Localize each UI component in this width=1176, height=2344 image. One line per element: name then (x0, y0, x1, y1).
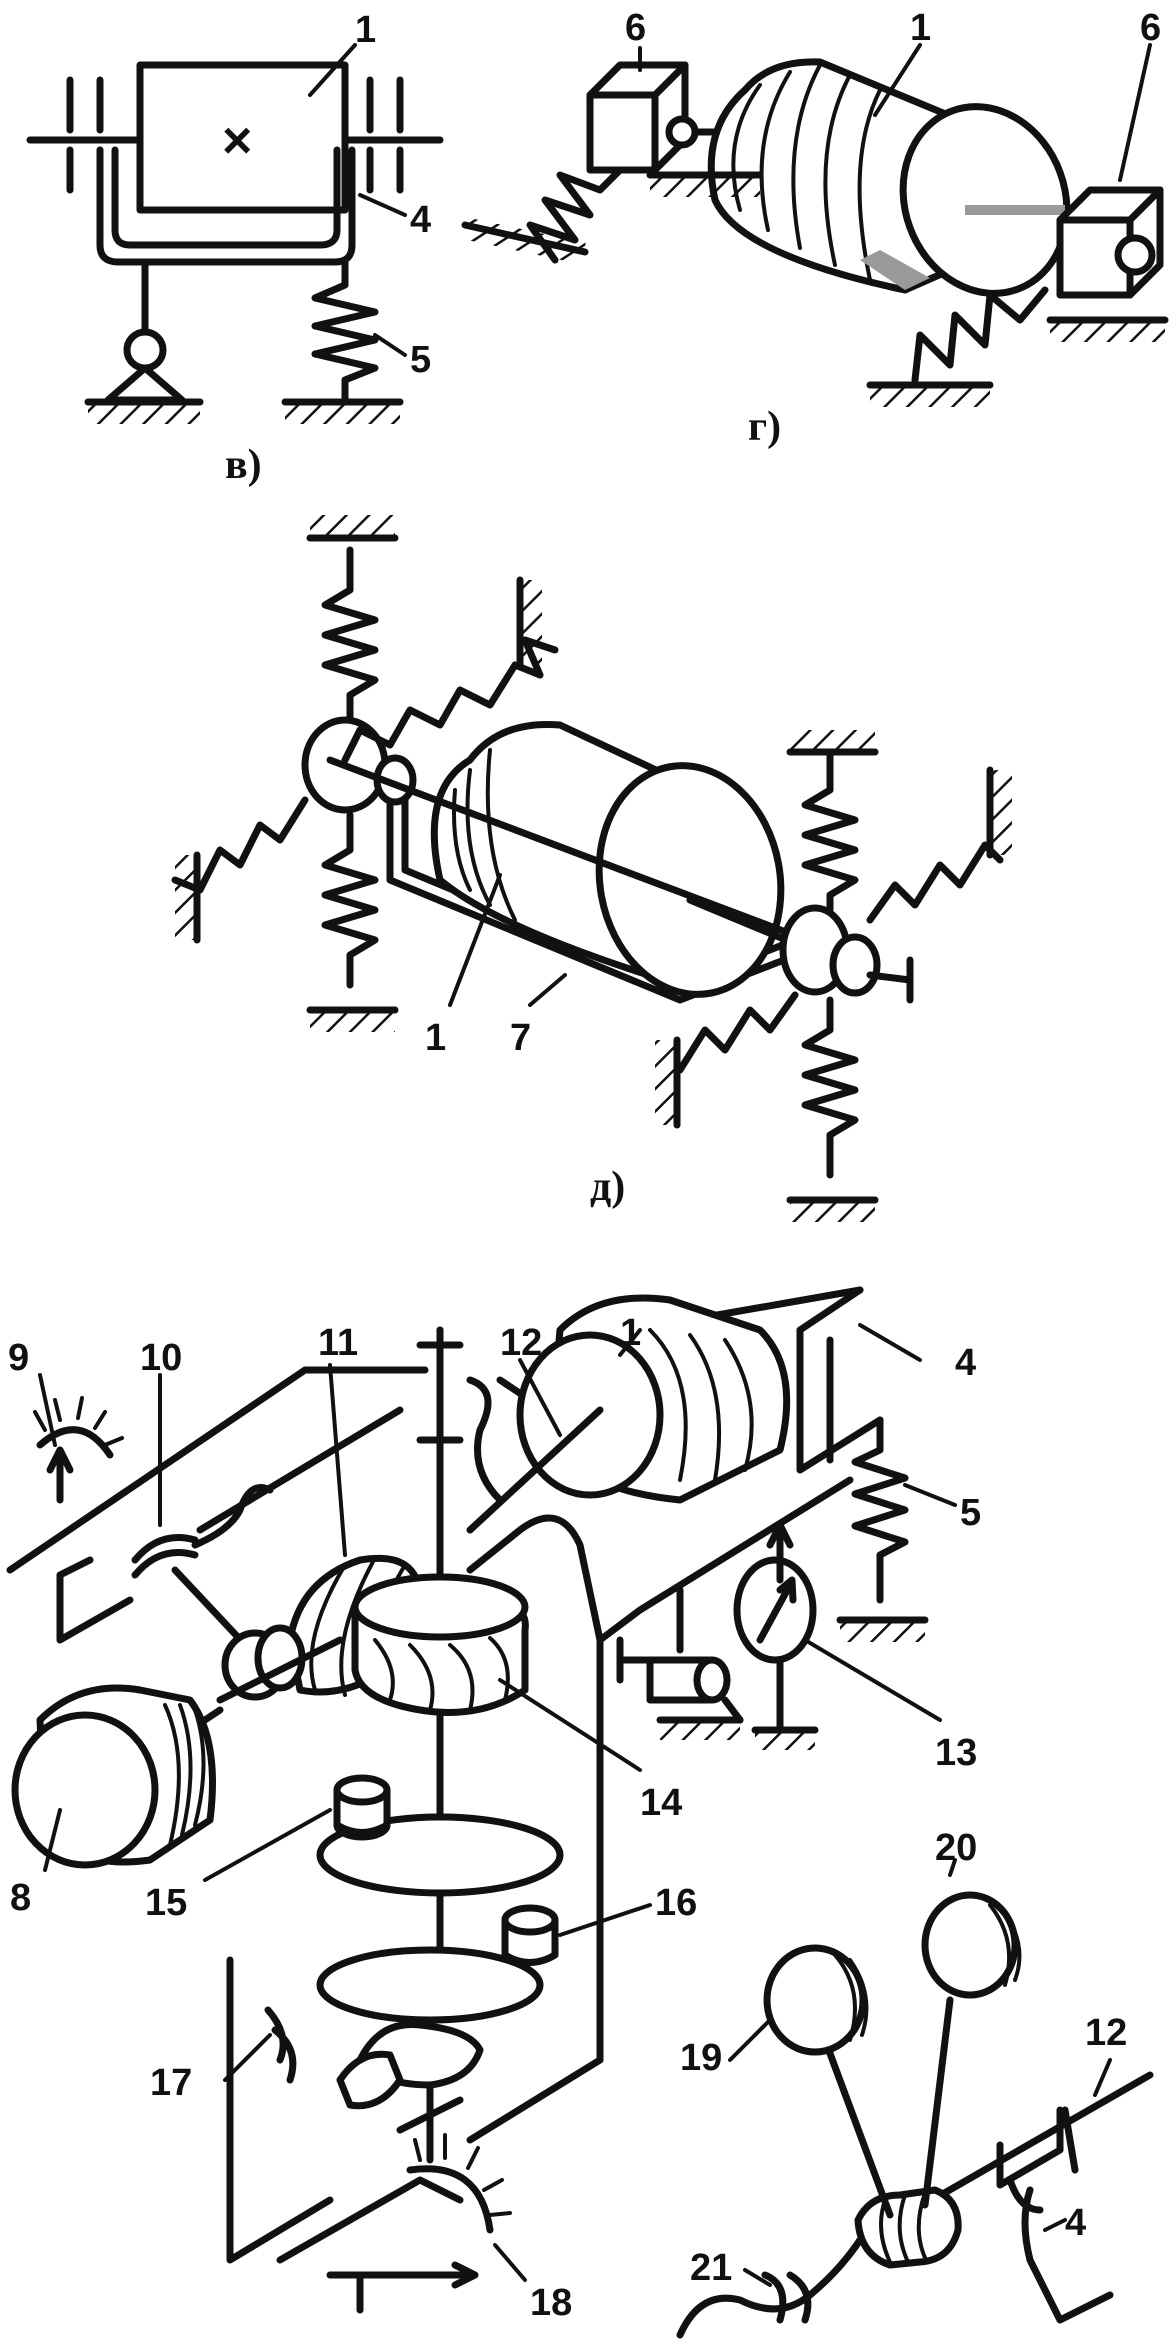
caption-d: д) (590, 1164, 625, 1210)
label-e-15: 15 (145, 1882, 187, 1924)
label-e-12: 12 (500, 1322, 542, 1364)
label-e-9: 9 (8, 1337, 29, 1379)
label-e-18: 18 (530, 2282, 572, 2324)
label-d-1: 1 (425, 1017, 446, 1059)
panel-v: × 1 4 5 в) (26, 9, 444, 488)
label-e-10: 10 (140, 1337, 182, 1379)
label-e-1: 1 (620, 1312, 641, 1354)
panel-zh: 20 19 12 21 4 (676, 1827, 1154, 2339)
panel-e: 9 10 11 12 1 4 5 13 14 8 15 16 17 18 (6, 1286, 981, 2324)
label-e-4: 4 (955, 1342, 976, 1384)
machine-box (136, 61, 349, 214)
label-e-17: 17 (150, 2062, 192, 2104)
label-g-6-left: 6 (625, 7, 646, 49)
label-zh-20: 20 (935, 1827, 977, 1869)
label-zh-12: 12 (1085, 2012, 1127, 2054)
label-g-1: 1 (910, 7, 931, 49)
label-zh-4: 4 (1065, 2202, 1086, 2244)
label-zh-19: 19 (680, 2037, 722, 2079)
label-v-4: 4 (410, 199, 431, 241)
label-v-5: 5 (410, 339, 431, 381)
label-d-7: 7 (510, 1017, 531, 1059)
label-v-1: 1 (355, 9, 376, 51)
panel-d: 1 7 д) (171, 515, 1012, 1222)
caption-v: в) (225, 442, 262, 488)
cross-mark: × (222, 112, 252, 170)
label-e-5: 5 (960, 1492, 981, 1534)
label-e-11: 11 (318, 1322, 358, 1364)
label-g-6-right: 6 (1140, 7, 1161, 49)
label-e-16: 16 (655, 1882, 697, 1924)
label-e-14: 14 (640, 1782, 682, 1824)
caption-g: г) (748, 404, 781, 450)
label-e-8: 8 (10, 1877, 31, 1919)
panel-g: 6 1 6 г) (461, 7, 1169, 450)
label-zh-21: 21 (690, 2247, 732, 2289)
label-e-13: 13 (935, 1732, 977, 1774)
